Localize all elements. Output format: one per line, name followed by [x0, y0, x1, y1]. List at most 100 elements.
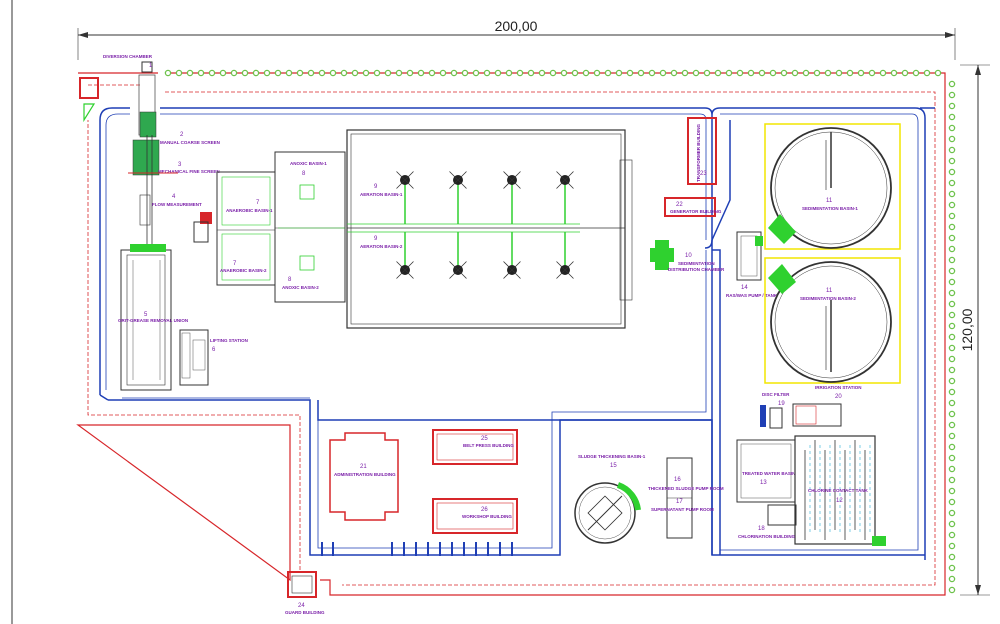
tree-icon: [948, 564, 956, 572]
tree-icon: [791, 69, 799, 77]
aerator-icon: [396, 232, 414, 279]
label-sludge-thickening-basin: SLUDGE THICKENING BASIN-1: [578, 454, 646, 459]
tree-icon: [948, 135, 956, 143]
height-label: 120,00: [959, 308, 975, 351]
tree-icon: [948, 465, 956, 473]
internal-road: [99, 107, 935, 560]
tree-icon: [948, 454, 956, 462]
tree-icon: [692, 69, 700, 77]
tree-icon: [948, 509, 956, 517]
tree-icon: [285, 69, 293, 77]
num-7b: 7: [233, 261, 237, 267]
tree-icon: [263, 69, 271, 77]
num-4: 4: [172, 194, 176, 200]
width-label: 200,00: [495, 18, 538, 34]
num-11a: 11: [826, 198, 833, 204]
num-23: 23: [700, 171, 707, 177]
tree-icon: [725, 69, 733, 77]
tree-icon: [813, 69, 821, 77]
tree-icon: [934, 69, 942, 77]
tree-icon: [948, 201, 956, 209]
tree-icon: [747, 69, 755, 77]
num-11b: 11: [826, 288, 833, 294]
tree-icon: [948, 157, 956, 165]
num-12: 12: [836, 498, 843, 504]
tree-icon: [373, 69, 381, 77]
label-chlorine-contact-tank: CHLORINE CONTACT TANK: [808, 488, 869, 493]
aerator-icon: [449, 171, 467, 224]
tree-icon: [868, 69, 876, 77]
num-9a: 9: [374, 184, 378, 190]
tree-icon: [948, 487, 956, 495]
tree-icon: [923, 69, 931, 77]
generator-building: 22 GENERATOR BUILDING: [664, 197, 722, 217]
tree-icon: [296, 69, 304, 77]
num-25: 25: [481, 436, 488, 442]
tree-icon: [219, 69, 227, 77]
num-8a: 8: [302, 171, 306, 177]
tree-icon: [703, 69, 711, 77]
tree-icon: [901, 69, 909, 77]
tree-icon: [948, 234, 956, 242]
irrigation-station: IRRIGATION STATION 20 DISC FILTER 19: [760, 385, 862, 429]
label-transformer-building: TRANSFORMER BUILDING: [696, 124, 701, 182]
tree-icon: [769, 69, 777, 77]
tree-icon: [824, 69, 832, 77]
tree-icon: [948, 322, 956, 330]
tree-icon: [571, 69, 579, 77]
label-ras-was-pump: RAS/WAS PUMP / TANK: [726, 293, 778, 298]
tree-icon: [494, 69, 502, 77]
thickened-sludge-pump-room: 16 THICKENED SLUDGE PUMP ROOM 17 SUPERNA…: [648, 457, 724, 539]
num-5: 5: [144, 312, 148, 318]
tree-icon: [395, 69, 403, 77]
inlet-works: DIVERSION CHAMBER 1 2 MANUAL COARSE SCRE…: [103, 54, 220, 245]
tree-icon: [505, 69, 513, 77]
tree-icon: [948, 377, 956, 385]
tree-icon: [461, 69, 469, 77]
aerator-icon: [556, 232, 574, 279]
label-administration-building: ADMINISTRATION BUILDING: [334, 472, 396, 477]
tree-icon: [948, 553, 956, 561]
aerator-icon: [503, 171, 521, 224]
tree-icon: [615, 69, 623, 77]
tree-icon: [948, 179, 956, 187]
tree-icon: [802, 69, 810, 77]
tree-icon: [417, 69, 425, 77]
tree-icon: [948, 531, 956, 539]
ras-was-pump: 14 RAS/WAS PUMP / TANK: [726, 231, 778, 298]
num-24: 24: [298, 603, 305, 609]
label-flow-measurement: FLOW MEASUREMENT: [152, 202, 202, 207]
label-irrigation-station: IRRIGATION STATION: [815, 385, 862, 390]
aerator-icon: [449, 232, 467, 279]
chlorine-contact-tank: CHLORINE CONTACT TANK 12: [794, 435, 886, 546]
label-distribution-chamber: DISTRIBUTION CHAMBER: [668, 267, 725, 272]
tree-icon: [948, 421, 956, 429]
treated-water-basin: TREATED WATER BASIN 13: [736, 439, 796, 503]
chlorination-building: 18 CHLORINATION BUILDING: [738, 504, 797, 539]
tree-icon: [582, 69, 590, 77]
tree-icon: [948, 278, 956, 286]
tree-icon: [439, 69, 447, 77]
tree-icon: [948, 146, 956, 154]
entrance-gate: [79, 77, 99, 99]
tree-icon: [948, 212, 956, 220]
label-anaerobic-basin-2: ANAEROBIC BASIN-2: [220, 268, 267, 273]
green-triangle: [83, 103, 96, 123]
tree-icon: [274, 69, 282, 77]
num-16: 16: [674, 477, 681, 483]
site-boundary: [76, 72, 946, 596]
tree-icon: [318, 69, 326, 77]
tree-icon: [736, 69, 744, 77]
tree-icon: [948, 432, 956, 440]
label-manual-coarse-screen: MANUAL COARSE SCREEN: [160, 140, 220, 145]
aerator-icon: [503, 232, 521, 279]
label-thickened-sludge-pump-room: THICKENED SLUDGE PUMP ROOM: [648, 486, 724, 491]
tree-icon: [948, 542, 956, 550]
label-anaerobic-basin-1: ANAEROBIC BASIN-1: [226, 208, 273, 213]
tree-icon: [637, 69, 645, 77]
label-lifting-station: LIFTING STATION: [210, 338, 248, 343]
tree-icon: [948, 168, 956, 176]
num-9b: 9: [374, 236, 378, 242]
num-26: 26: [481, 507, 488, 513]
